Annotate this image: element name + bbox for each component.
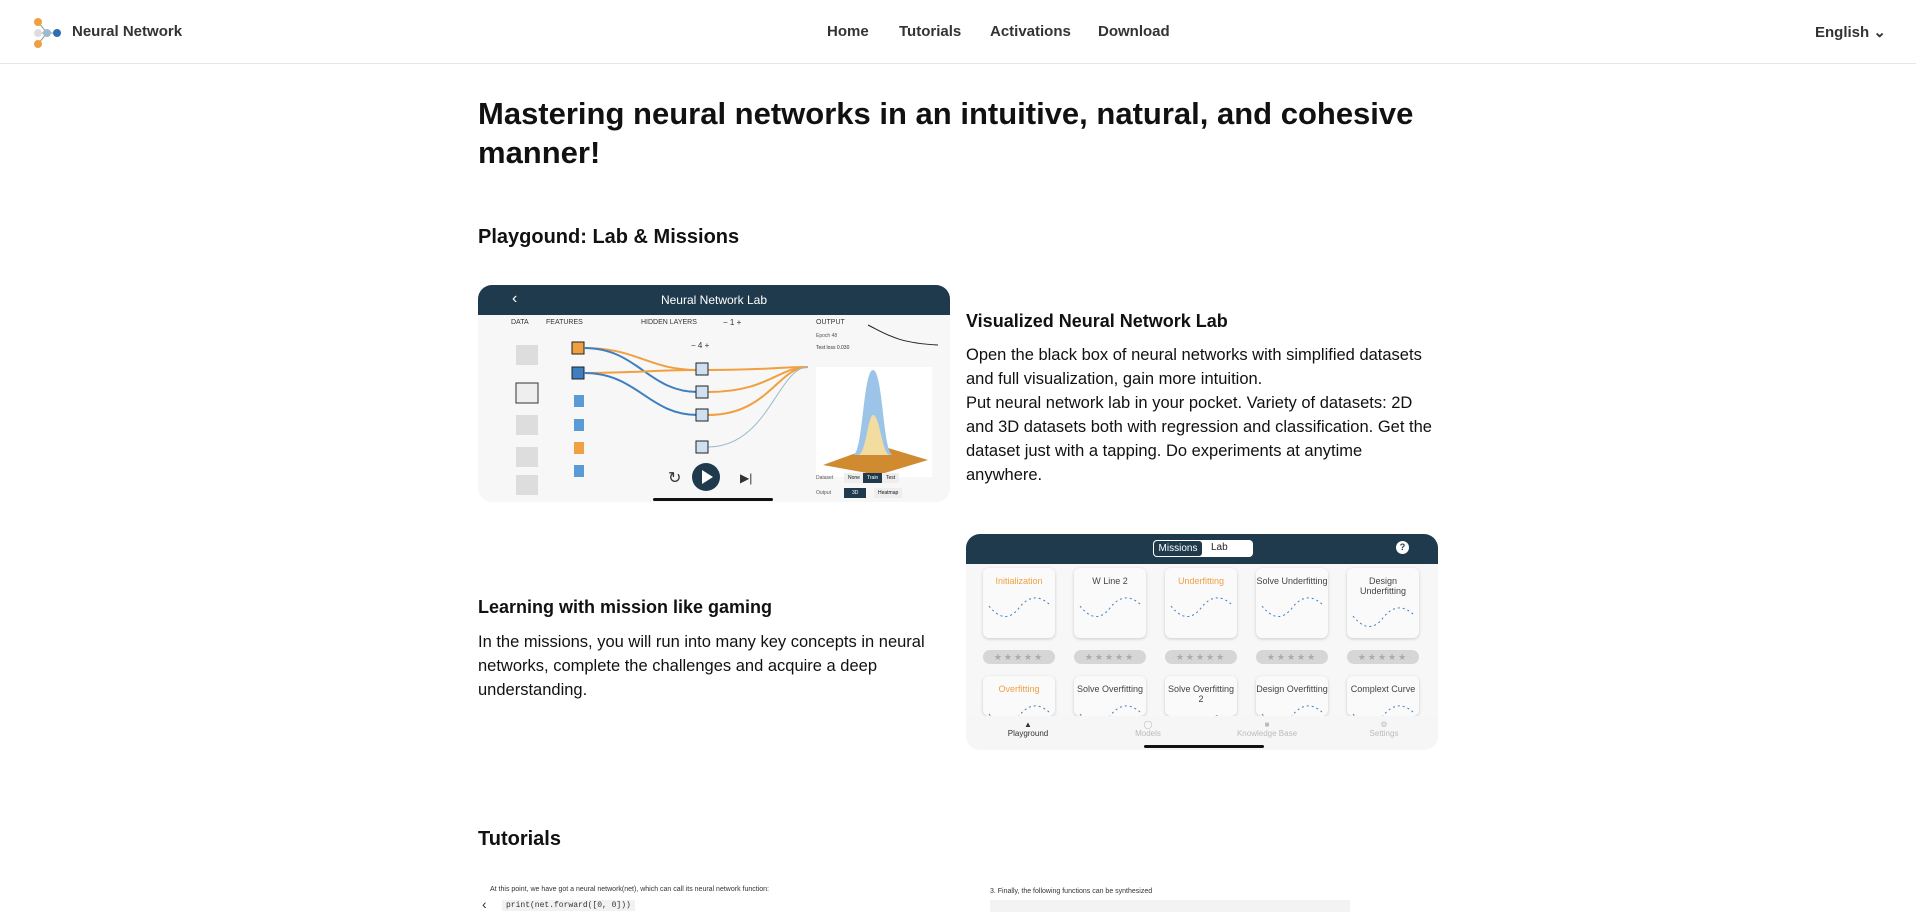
neural-network-logo-icon[interactable] — [30, 16, 64, 50]
tutorial-left-text: At this point, we have got a neural netw… — [490, 886, 769, 893]
page-title: Mastering neural networks in an intuitiv… — [478, 96, 1414, 170]
mission-title: Initialization — [995, 576, 1043, 586]
lab-paragraph-1: Open the black box of neural networks wi… — [966, 346, 1422, 388]
missions-top-bar: Missions Lab ? — [966, 534, 1438, 564]
chevron-down-icon: ⌄ — [1873, 24, 1886, 41]
tab-models-label: Models — [1135, 729, 1161, 738]
output-heatmap[interactable]: Heatmap — [874, 488, 903, 498]
brand-name[interactable]: Neural Network — [72, 23, 183, 40]
tab-settings[interactable]: ⚙Settings — [1369, 720, 1399, 738]
tab-knowledge-base[interactable]: ■Knowledge Base — [1236, 720, 1298, 738]
mission-card[interactable]: Overfitting — [983, 676, 1055, 725]
bottom-tab-bar: ▲Playground ◯Models ■Knowledge Base ⚙Set… — [966, 716, 1438, 750]
features-label: FEATURES — [546, 319, 583, 326]
back-icon: ‹ — [512, 290, 518, 307]
nav-tutorials[interactable]: Tutorials — [899, 23, 962, 40]
mission-card[interactable]: Solve Overfitting — [1074, 676, 1146, 725]
lab-heading: Visualized Neural Network Lab — [966, 311, 1228, 331]
tab-models[interactable]: ◯Models — [1135, 720, 1161, 738]
output-mode-label: Output — [816, 490, 832, 496]
mission-title: W Line 2 — [1092, 576, 1128, 586]
segment-missions[interactable]: Missions — [1154, 541, 1202, 556]
mission-stars: ★★★★★ — [1165, 650, 1237, 664]
mission-card[interactable]: Underfitting — [1165, 568, 1237, 638]
language-select[interactable]: English ⌄ — [1815, 23, 1886, 41]
mission-card[interactable]: Design Overfitting — [1256, 676, 1328, 725]
mission-curve — [1079, 597, 1141, 617]
mission-title: Complext Curve — [1350, 684, 1416, 694]
output-3d[interactable]: 3D — [844, 488, 867, 498]
lab-screenshot: ‹ Neural Network Lab DATA FEATURES HIDDE… — [478, 285, 950, 502]
tutorial-right-text: 3. Finally, the following functions can … — [990, 888, 1153, 895]
tab-knowledge-base-label: Knowledge Base — [1236, 729, 1298, 738]
lab-description: Open the black box of neural networks wi… — [966, 343, 1436, 487]
test-loss-label: Test loss 0.030 — [816, 345, 850, 351]
lab-title: Neural Network Lab — [660, 293, 768, 307]
mode-segment[interactable]: Missions Lab — [1153, 540, 1253, 557]
mission-title: Solve Underfitting — [1256, 576, 1328, 586]
nav-activations[interactable]: Activations — [990, 23, 1071, 40]
tutorial-formula-box — [990, 900, 1350, 912]
data-label: DATA — [511, 319, 529, 326]
hidden-layers-label: HIDDEN LAYERS — [641, 319, 697, 326]
step-icon: ▶| — [740, 471, 752, 485]
dataset-test[interactable]: Test — [882, 473, 900, 483]
mission-stars: ★★★★★ — [1256, 650, 1328, 664]
tab-playground-label: Playground — [1007, 729, 1049, 738]
epoch-label: Epoch 48 — [816, 333, 838, 339]
missions-screenshot: Missions Lab ? Initialization ★★★★★ W Line… — [966, 534, 1438, 750]
tab-playground[interactable]: ▲Playground — [1007, 720, 1049, 738]
language-label: English — [1815, 24, 1870, 41]
mission-title: Design Overfitting — [1256, 684, 1328, 694]
mission-card[interactable]: Solve Overfitting 2 — [1165, 676, 1237, 735]
missions-heading: Learning with mission like gaming — [478, 597, 773, 617]
mission-card[interactable]: Complext Curve — [1347, 676, 1419, 725]
mission-curve — [1261, 597, 1323, 617]
reset-icon: ↻ — [668, 470, 681, 487]
dataset-label: Dataset — [816, 475, 834, 481]
mission-title: Design Underfitting — [1359, 576, 1407, 596]
mission-stars: ★★★★★ — [1347, 650, 1419, 664]
playground-heading: Playgound: Lab & Missions — [478, 226, 740, 248]
mission-stars: ★★★★★ — [1074, 650, 1146, 664]
tutorial-prev-icon[interactable]: ‹ — [482, 896, 487, 912]
dataset-none[interactable]: None — [844, 473, 864, 483]
tutorials-heading: Tutorials — [478, 828, 561, 850]
tutorial-code: print(net.forward([0, 0])) — [502, 900, 635, 911]
mission-stars: ★★★★★ — [983, 650, 1055, 664]
mission-title: Solve Overfitting — [1076, 684, 1144, 694]
lab-paragraph-2: Put neural network lab in your pocket. V… — [966, 394, 1432, 484]
network-diagram: ↻ ▶| — [515, 324, 939, 501]
tab-settings-label: Settings — [1369, 729, 1399, 738]
neuron-stepper[interactable]: − 4 + — [691, 341, 710, 350]
mission-title: Overfitting — [998, 684, 1040, 694]
mission-card[interactable]: Solve Underfitting — [1256, 568, 1328, 638]
nav-download[interactable]: Download — [1098, 23, 1170, 40]
top-nav: Neural Network Home Tutorials Activation… — [0, 0, 1916, 64]
mission-card[interactable]: Design Underfitting — [1347, 568, 1419, 638]
segment-lab[interactable]: Lab — [1211, 542, 1228, 553]
missions-description: In the missions, you will run into many … — [478, 633, 925, 699]
mission-title: Underfitting — [1177, 576, 1225, 586]
mission-curve — [1352, 607, 1414, 627]
output-label: OUTPUT — [816, 319, 845, 326]
nav-home[interactable]: Home — [827, 23, 869, 40]
neuron-count: 4 — [697, 341, 703, 350]
dataset-train[interactable]: Train — [863, 473, 883, 483]
help-icon[interactable]: ? — [1396, 541, 1409, 554]
mission-curve — [988, 597, 1050, 617]
mission-title: Solve Overfitting 2 — [1167, 684, 1235, 704]
mission-card[interactable]: Initialization — [983, 568, 1055, 638]
lab-title-bar: ‹ Neural Network Lab — [478, 285, 950, 315]
mission-card[interactable]: W Line 2 — [1074, 568, 1146, 638]
layer-stepper[interactable]: − 1 + — [723, 318, 742, 327]
mission-curve — [1170, 597, 1232, 617]
layer-count: 1 — [729, 318, 735, 327]
